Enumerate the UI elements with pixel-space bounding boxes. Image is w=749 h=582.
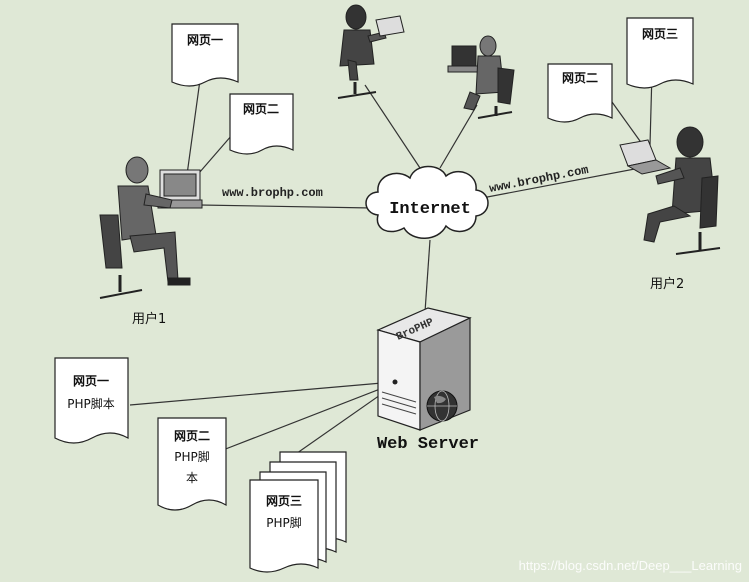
server-doc-2-line2: PHP脚 bbox=[174, 449, 210, 464]
top-user-b-figure bbox=[447, 35, 515, 119]
user1-label: 用户1 bbox=[132, 311, 166, 327]
link-topuser1-internet bbox=[364, 84, 421, 169]
server-doc-3-stack: 网页三 PHP脚 bbox=[249, 451, 347, 573]
link-internet-server bbox=[424, 239, 431, 313]
internet-cloud: Internet bbox=[365, 165, 489, 239]
server-doc-1-line2: PHP脚本 bbox=[67, 396, 115, 411]
user2-doc-2-title: 网页二 bbox=[562, 71, 598, 85]
user2-figure bbox=[619, 126, 721, 255]
link-server-doc2 bbox=[222, 383, 394, 451]
laptop-icon bbox=[375, 15, 405, 37]
user2-doc-2: 网页二 bbox=[547, 63, 613, 123]
user1-figure bbox=[99, 156, 203, 299]
link-server-doc1 bbox=[129, 381, 394, 406]
user2-label: 用户2 bbox=[650, 276, 684, 292]
user1-doc-2-title: 网页二 bbox=[243, 102, 279, 116]
top-user-a-figure bbox=[337, 4, 405, 99]
server-doc-3-title: 网页三 bbox=[266, 494, 302, 508]
server-doc-2: 网页二 PHP脚 本 bbox=[157, 417, 227, 511]
link-topuser2-internet bbox=[439, 104, 478, 169]
server-doc-3-line2: PHP脚 bbox=[266, 515, 302, 530]
server-doc-2-line3: 本 bbox=[186, 471, 198, 485]
user2-doc-1: 网页三 bbox=[626, 17, 694, 89]
link-label-user1: www.brophp.com bbox=[222, 186, 323, 200]
watermark: https://blog.csdn.net/Deep___Learning bbox=[519, 558, 742, 573]
globe-icon bbox=[426, 390, 458, 422]
user1-doc-1-title: 网页一 bbox=[187, 33, 223, 47]
computer-icon bbox=[451, 45, 477, 67]
link-user1-internet bbox=[199, 204, 373, 209]
server-label: Web Server bbox=[377, 435, 479, 454]
link-user2-internet bbox=[481, 167, 641, 199]
link-label-user2: www.brophp.com bbox=[488, 163, 590, 196]
server-doc-1-title: 网页一 bbox=[73, 374, 109, 388]
link-doc-user1-a bbox=[185, 79, 201, 183]
user1-doc-2: 网页二 bbox=[229, 93, 294, 155]
internet-label: Internet bbox=[389, 200, 471, 219]
server-doc-1: 网页一 PHP脚本 bbox=[54, 357, 129, 444]
user1-doc-1: 网页一 bbox=[171, 23, 239, 87]
link-doc-user2-b bbox=[611, 101, 646, 149]
server-led bbox=[392, 379, 398, 385]
user2-doc-1-title: 网页三 bbox=[642, 27, 678, 41]
server-doc-2-title: 网页二 bbox=[174, 429, 210, 443]
web-server: BroPHP Web Server bbox=[376, 307, 479, 454]
